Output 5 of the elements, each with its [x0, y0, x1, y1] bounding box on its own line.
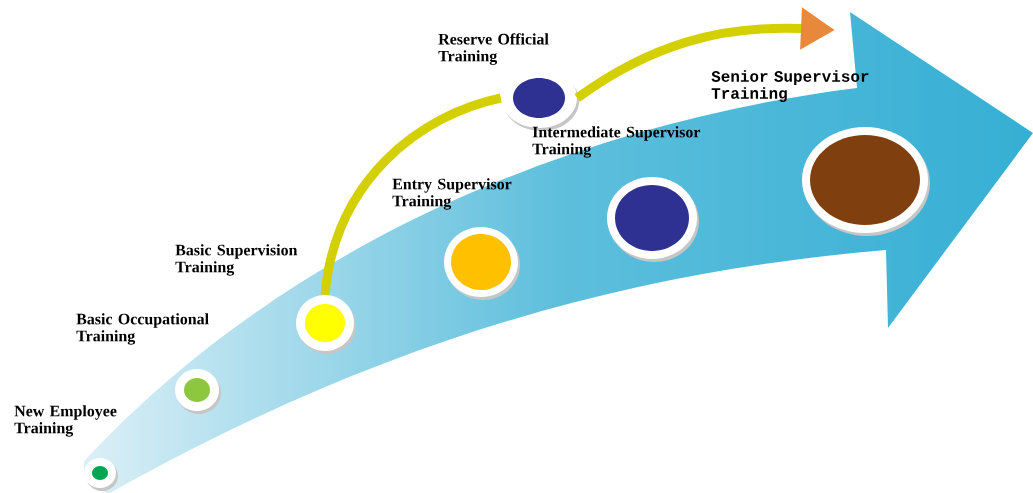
node-label: Intermediate Supervisor Training [532, 126, 701, 158]
node-label: New Employee Training [14, 405, 117, 437]
node-label: Reserve Official Training [438, 33, 549, 65]
node-label: Basic Supervision Training [175, 244, 298, 276]
node-label: Basic Occupational Training [76, 313, 209, 345]
